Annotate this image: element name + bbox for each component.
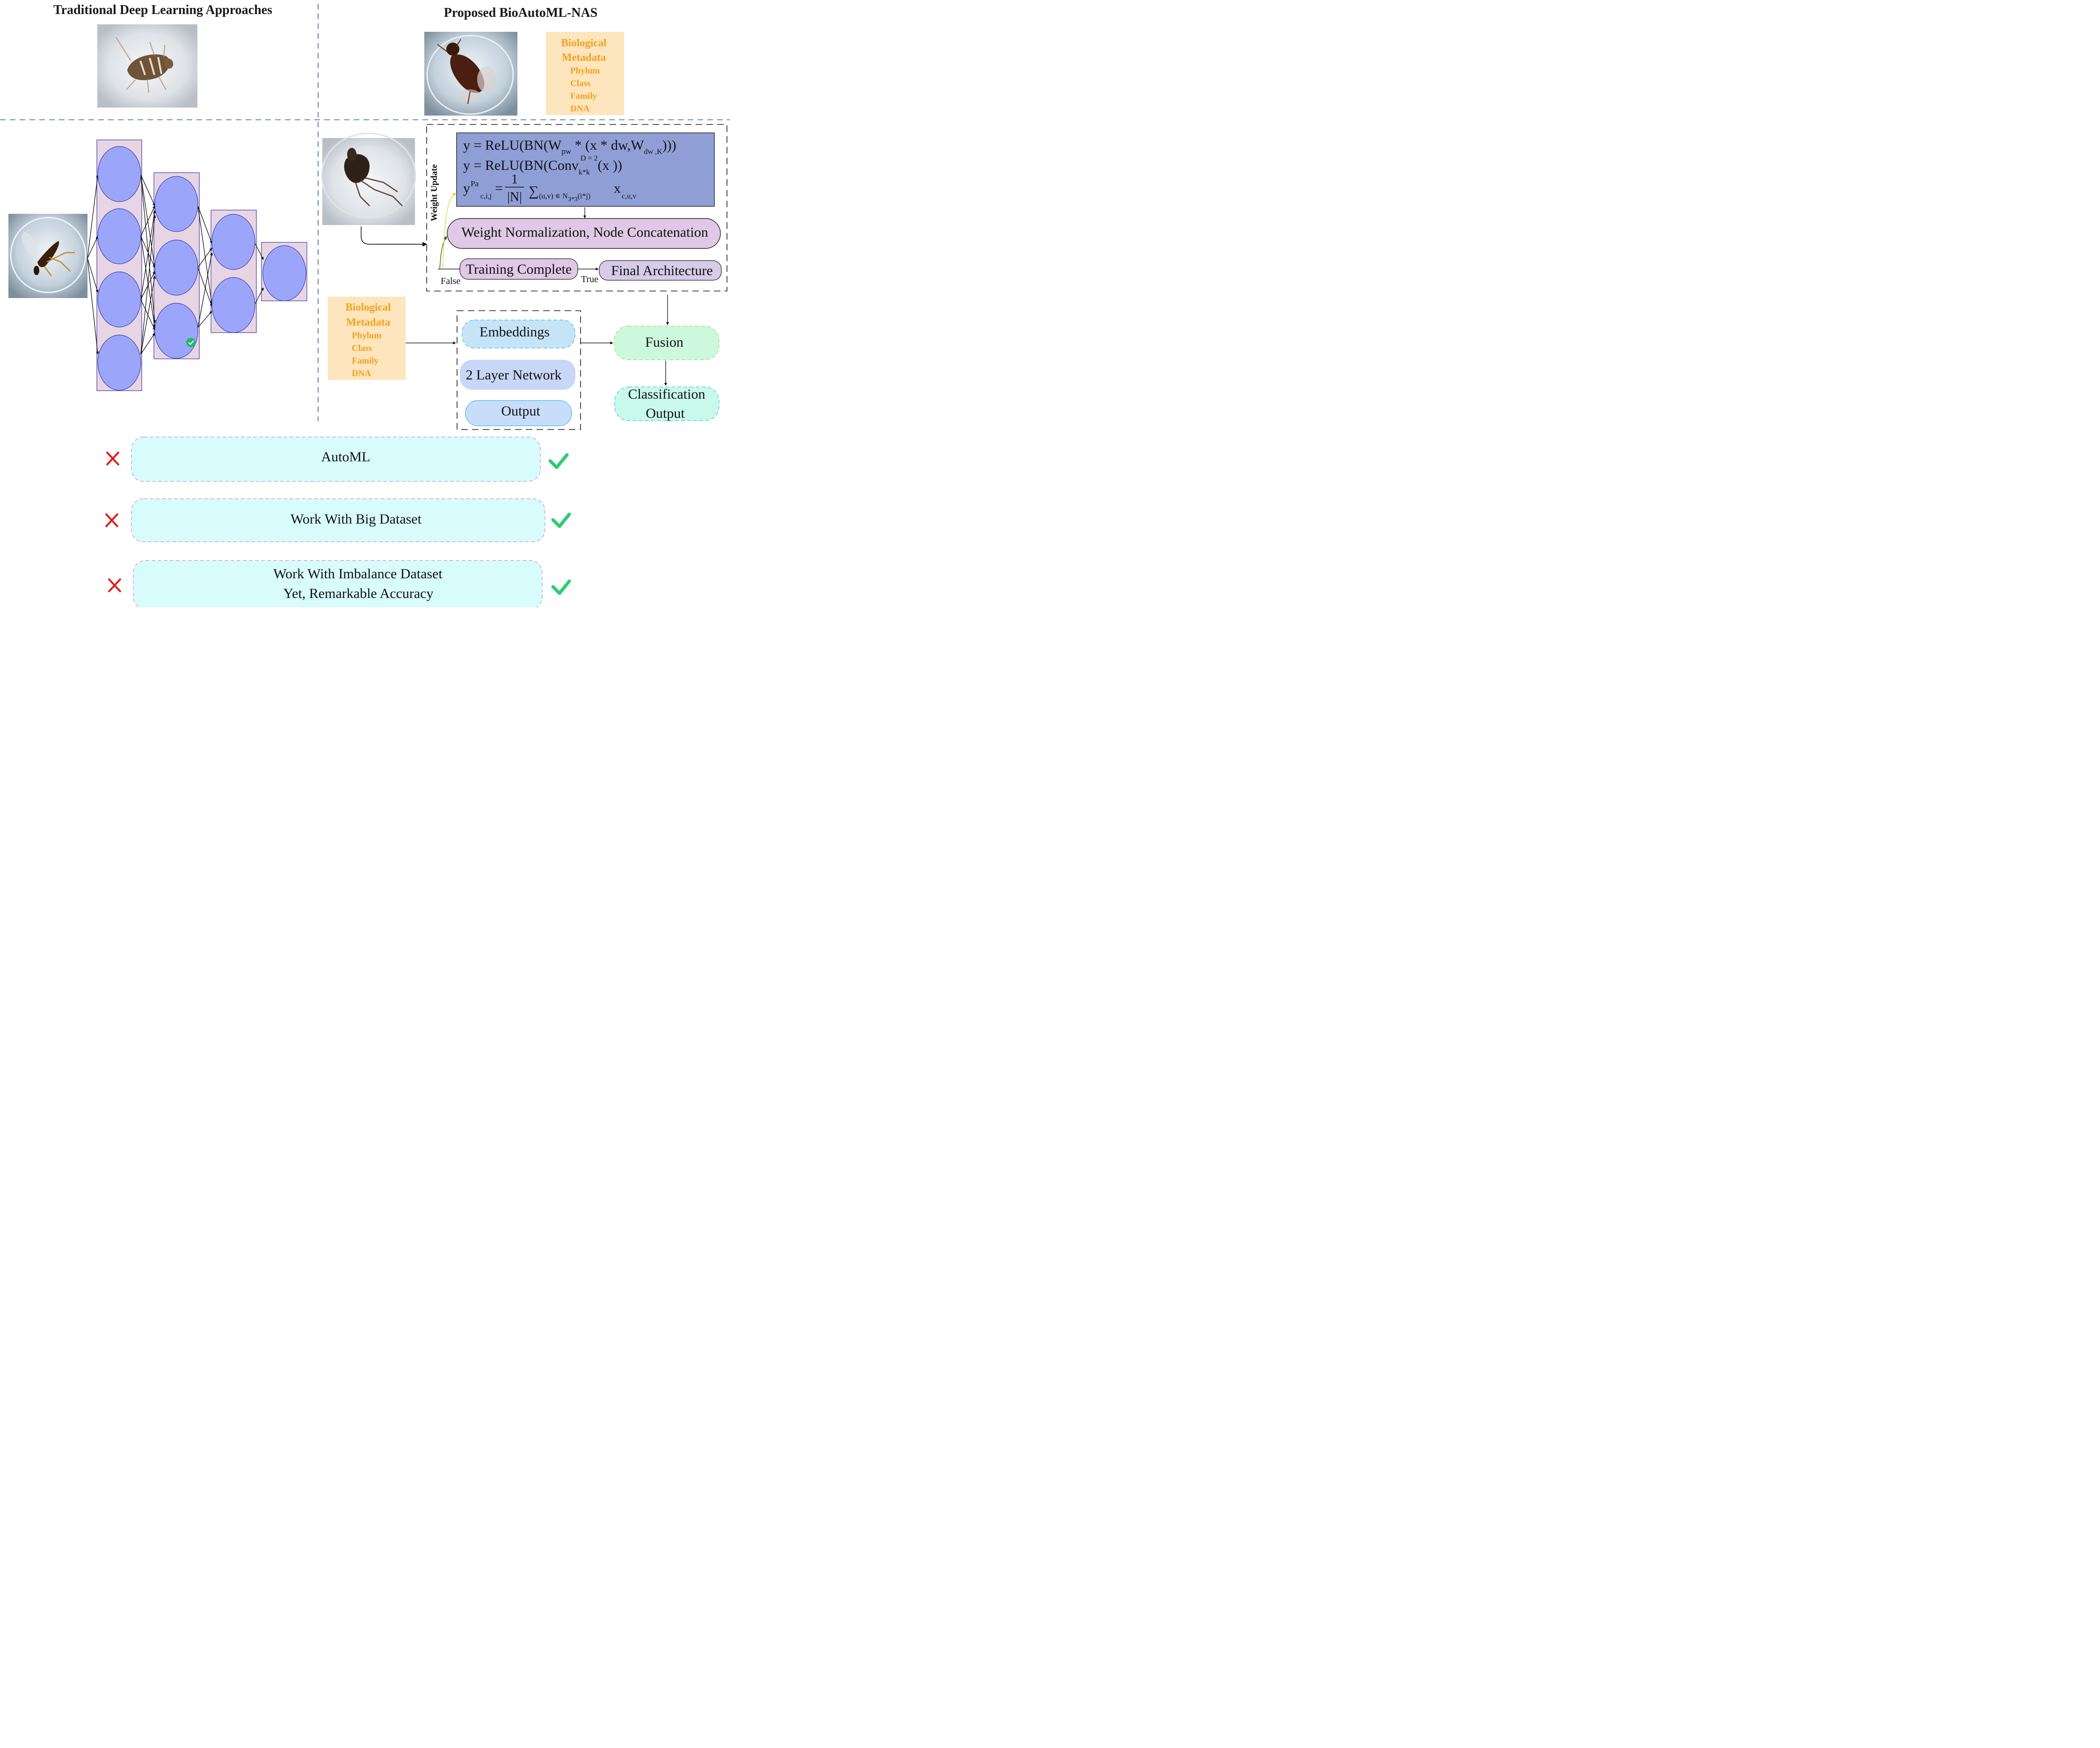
comparison-label: Work With Big Dataset [291,511,422,527]
svg-text:x: x [614,181,621,196]
training-complete-label: Training Complete [466,262,572,277]
metadata-item: Class [570,79,590,88]
metadata-item: Family [570,91,597,101]
comparison-label: Yet, Remarkable Accuracy [283,586,433,601]
svg-text:∑: ∑ [529,183,538,199]
nas-cell-box [426,124,727,291]
check-icon [551,579,571,595]
node [97,146,141,202]
metadata-title-line2: Metadata [562,51,606,63]
node [97,335,141,391]
equation-2: y = ReLU(BN(Convk*kD = 2(x )) [463,154,622,176]
node [154,176,198,232]
metadata-item: DNA [352,369,371,379]
false-to-weightnorm-arrow [439,236,447,269]
svg-text:(u,v) ∊ N3*3(i*j): (u,v) ∊ N3*3(i*j) [539,192,590,203]
metadata-title-line1: Biological [561,37,606,49]
svg-text:1: 1 [511,172,518,187]
insect-photo-top-left [97,24,197,108]
equation-box [456,132,715,207]
arrow-photo-to-nas [361,226,427,247]
output-node [465,400,572,426]
metadata-title-line1: Biological [345,301,391,313]
left-panel-title: Traditional Deep Learning Approaches [53,3,272,17]
svg-text:=: = [495,181,503,196]
metadata-title-line2: Metadata [346,316,391,328]
insect-photo-nas-input [321,132,416,225]
weight-normalization-label: Weight Normalization, Node Concatenation [461,225,708,240]
metadata-item: DNA [570,104,589,114]
neural-network [87,139,307,391]
metadata-item: Phylum [352,331,382,341]
true-label: True [581,274,598,284]
node [154,303,198,359]
classification-output-line1: Classification [628,386,705,402]
fusion-node [614,326,719,360]
cross-icon [106,451,120,466]
insect-photo-top-right [424,32,517,116]
comparison-row: Work With Big Dataset [105,498,571,542]
false-label: False [441,276,460,286]
node [97,208,141,264]
comparison-row: AutoML [106,437,569,482]
comparison-label: Work With Imbalance Dataset [273,566,443,582]
comparison-label: AutoML [321,449,371,465]
diagram-canvas: Traditional Deep Learning Approaches Pro… [0,3,730,607]
svg-text:|N|: |N| [507,190,522,204]
right-panel-title: Proposed BioAutoML-NAS [444,6,598,20]
fusion-label: Fusion [645,335,683,350]
final-architecture-node [599,260,722,281]
node [211,277,255,333]
weight-normalization-node [447,218,721,249]
meta-network-box [457,310,581,430]
final-architecture-label: Final Architecture [611,263,712,278]
node [262,245,306,301]
two-layer-network-node [460,360,575,390]
metadata-item: Phylum [570,66,600,76]
two-layer-network-label: 2 Layer Network [466,367,562,383]
node [97,271,141,328]
svg-text:c,i,j: c,i,j [480,192,492,200]
metadata-item: Class [352,343,372,353]
insect-photo-network-input [8,214,87,298]
embeddings-label: Embeddings [480,324,550,340]
check-icon [551,512,571,528]
cross-icon [105,513,119,528]
output-label: Output [501,403,540,419]
svg-text:y: y [463,181,470,196]
weight-update-label: Weight Update [429,164,439,221]
node [211,214,255,270]
cross-icon [108,578,122,593]
equation-3: y Pa c,i,j = 1 |N| ∑ (u,v) ∊ N3*3(i*j) x… [463,172,636,204]
svg-text:c,u,v: c,u,v [622,192,636,200]
metadata-box-top: Biological Metadata Phylum Class Family … [546,32,624,115]
comparison-row: Work With Imbalance Dataset Yet, Remarka… [108,560,571,607]
weight-update-arrow [442,193,457,269]
metadata-box-middle: Biological Metadata Phylum Class Family … [328,297,406,380]
check-badge-icon [186,338,196,347]
classification-output-line2: Output [646,406,685,421]
classification-output-node [614,386,719,421]
node [154,240,198,296]
check-icon [548,453,569,469]
metadata-item: Family [352,356,378,366]
embeddings-node [462,320,575,349]
svg-text:Pa: Pa [471,179,479,188]
equation-1: y = ReLU(BN(Wpw * (x * dw,Wdw ,K))) [463,138,676,156]
